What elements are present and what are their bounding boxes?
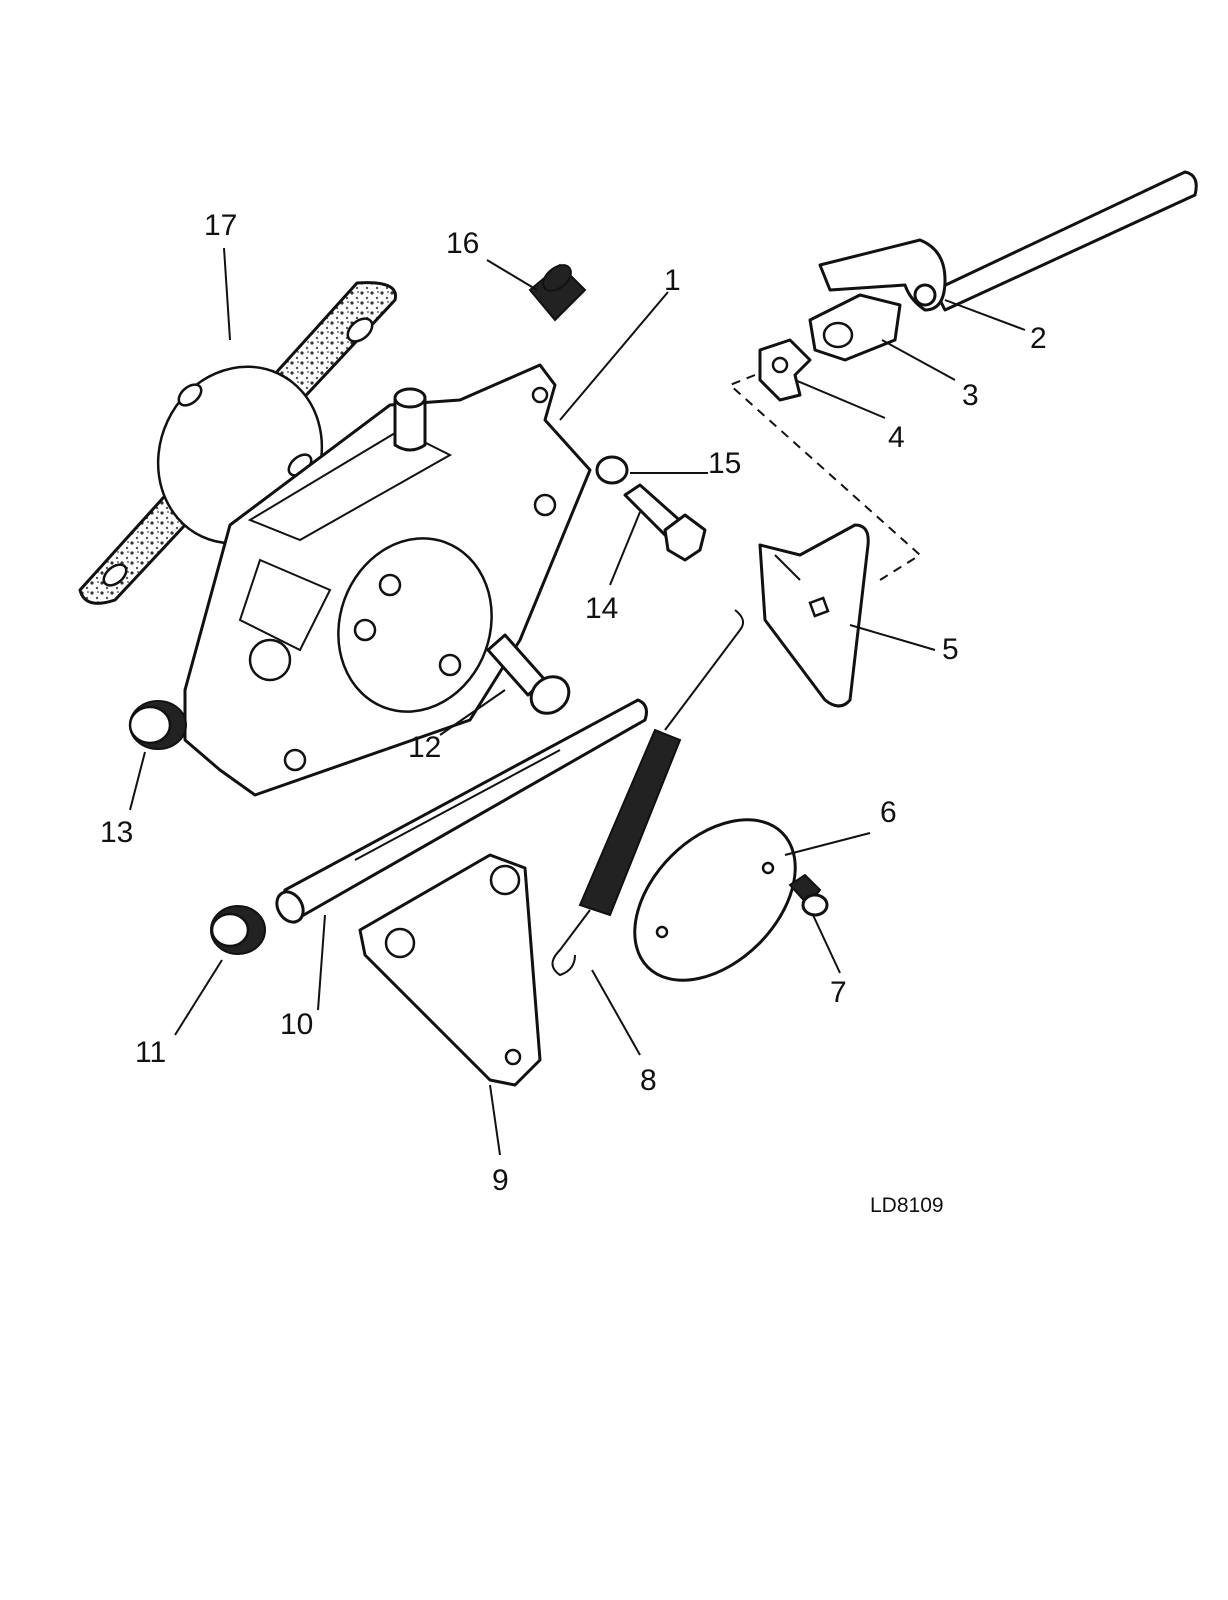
tab-washer-part-4 [758,338,812,402]
throttle-housing-part-1 [183,363,592,797]
callout-3: 3 [962,379,979,412]
callout-11: 11 [135,1036,166,1069]
triangular-plate-part-9 [358,853,542,1087]
callout-15: 15 [708,447,741,480]
callout-10: 10 [280,1008,313,1041]
callout-7: 7 [830,976,847,1009]
callout-9: 9 [492,1164,509,1197]
lever-plate-part-5 [758,523,870,708]
nut-part-15 [595,455,629,485]
callout-13: 13 [100,816,133,849]
callout-1: 1 [664,264,681,297]
callout-6: 6 [880,796,897,829]
bolt-part-14 [623,483,707,562]
callout-16: 16 [446,227,479,260]
callout-4: 4 [888,421,905,454]
sleeve-part-16 [528,263,587,322]
figure-reference: LD8109 [870,1194,944,1217]
shaft-part-10 [275,698,648,924]
callout-2: 2 [1030,322,1047,355]
assembly-bracket-dashed [728,374,922,581]
spindle-lever-part-2 [818,170,1198,312]
callout-8: 8 [640,1064,657,1097]
callout-5: 5 [942,633,959,666]
disc-part-6 [633,818,797,982]
washer-part-11 [210,905,266,955]
screw-part-12 [486,633,571,715]
leader-lines [129,247,1026,1156]
spring-part-8 [551,609,745,977]
callout-labels: 17 16 1 2 3 4 15 14 5 12 13 6 7 10 11 8 … [100,209,1047,1217]
callout-17: 17 [204,209,237,242]
screw-part-7 [788,873,829,917]
callout-14: 14 [585,592,618,625]
callout-12: 12 [408,731,441,764]
bush-part-13 [128,700,187,750]
nut-part-3 [808,293,902,362]
